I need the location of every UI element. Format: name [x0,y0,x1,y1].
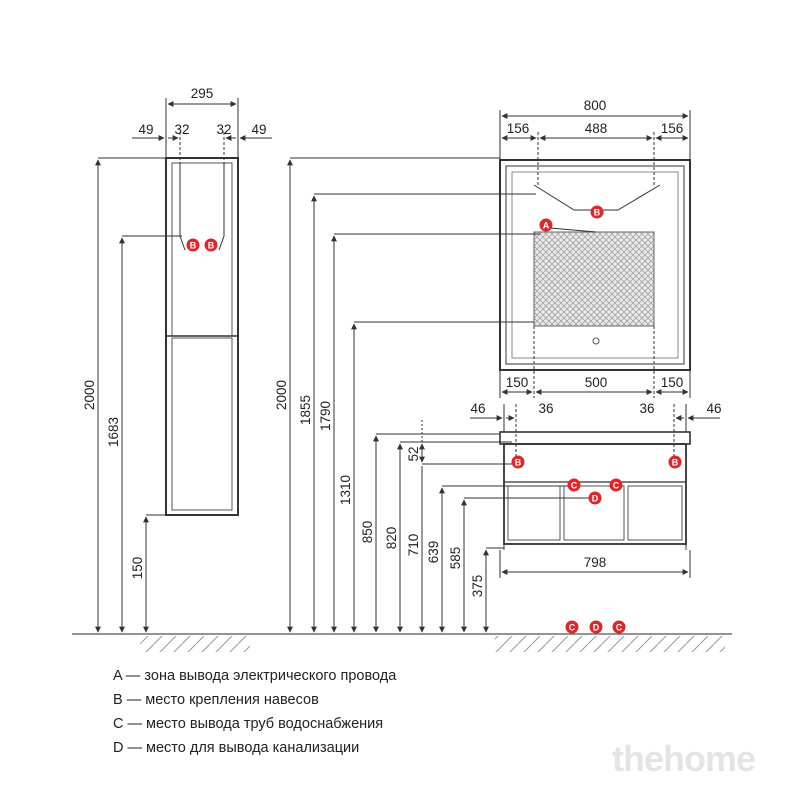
marker-a: A [539,218,553,232]
svg-text:D: D [593,623,600,633]
dim-cabinet-hinge-right: 36 [639,401,654,416]
dim-cabinet-top-right: 46 [706,401,721,416]
dim-cabinet-hinge-height: 820 [384,527,399,550]
dim-total-height: 2000 [274,380,289,410]
svg-text:A: A [543,221,550,231]
svg-text:C: C [569,623,576,633]
dim-mirror-bottom-height: 1310 [338,475,353,505]
markers: B B B A B B C C D C D C [186,205,682,634]
marker-d: D [588,491,602,505]
marker-b: B [511,455,525,469]
dimension-labels: 295 49 32 32 49 800 156 488 156 150 500 … [82,86,722,597]
column-cabinet [165,157,239,516]
dim-cabinet-hinge-left: 36 [538,401,553,416]
dim-mirror-bottom-center: 500 [585,375,608,390]
marker-c: C [612,620,626,634]
dim-column-height: 2000 [82,380,97,410]
mirror-bottom-dimensions [499,326,691,398]
svg-text:C: C [616,623,623,633]
svg-text:C: C [571,481,578,491]
mirror-top-dimensions [499,110,691,185]
dim-column-hinge-height: 1683 [106,417,121,447]
dim-drain-height: 639 [426,541,441,564]
dim-mirror-width: 800 [584,98,607,113]
cabinet-top-dimensions [470,404,720,462]
marker-c: C [567,478,581,492]
dim-column-offset-right: 49 [251,122,266,137]
dim-column-floor-gap: 150 [130,557,145,580]
dim-column-hinge-left: 32 [174,122,189,137]
column-vertical-dimensions [95,157,182,633]
svg-text:C: C [613,481,620,491]
marker-b: B [204,238,218,252]
dim-column-width: 295 [191,86,214,101]
dim-mirror-margin-right: 156 [661,121,684,136]
svg-text:B: B [672,458,679,468]
watermark: thehome [612,738,756,779]
dim-hinge-drop: 52 [406,446,421,461]
mirror [499,159,691,371]
marker-b: B [590,205,604,219]
dim-cabinet-top-height: 850 [360,521,375,544]
svg-text:B: B [190,241,197,251]
dim-mirror-bottom-right: 150 [661,375,684,390]
legend: A — зона вывода электрического провода B… [113,664,396,760]
dim-pipe-height: 710 [406,534,421,557]
dim-cabinet-bottom-height: 585 [448,547,463,570]
dim-mirror-margin-left: 156 [507,121,530,136]
legend-item-d: D — место для вывода канализации [113,740,360,756]
floor [72,633,732,652]
dim-cabinet-top-left: 46 [470,401,485,416]
svg-text:B: B [594,208,601,218]
column-top-dimensions [132,98,272,163]
dim-column-offset-left: 49 [138,122,153,137]
cabinet-bottom-dimension [499,550,691,578]
dim-mirror-bottom-left: 150 [506,375,529,390]
dim-cabinet-width: 798 [584,555,607,570]
svg-text:B: B [208,241,215,251]
dim-column-hinge-right: 32 [216,122,231,137]
svg-text:B: B [515,458,522,468]
marker-d: D [589,620,603,634]
dim-mirror-hinge-height: 1790 [318,401,333,431]
marker-b: B [668,455,682,469]
marker-b: B [186,238,200,252]
legend-item-c: C — место вывода труб водоснабжения [113,716,384,732]
legend-item-a: A — зона вывода электрического провода [113,668,397,684]
dim-cabinet-floor-gap: 375 [470,575,485,598]
vanity-cabinet [499,431,691,550]
dim-mirror-top-height: 1855 [298,395,313,425]
marker-c: C [565,620,579,634]
main-vertical-dimensions [287,157,592,633]
marker-c: C [609,478,623,492]
legend-item-b: B — место крепления навесов [113,692,319,708]
dim-mirror-hinge-span: 488 [585,121,608,136]
svg-text:D: D [592,494,599,504]
